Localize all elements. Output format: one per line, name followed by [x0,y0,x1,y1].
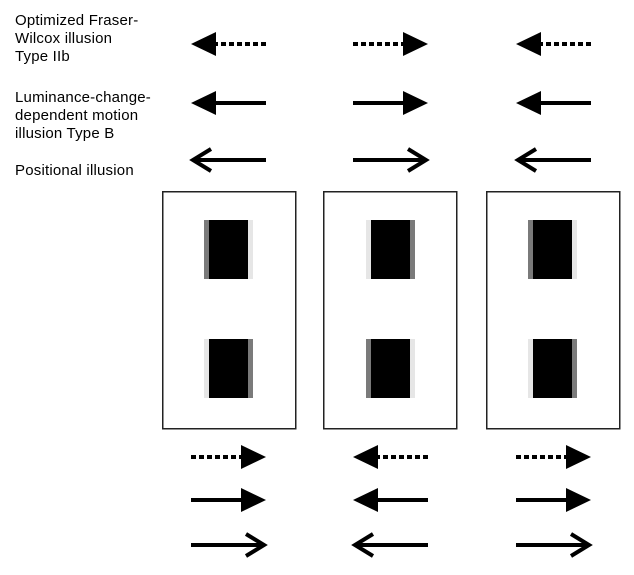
label-line: Type IIb [15,48,70,65]
square-left-edge [366,339,371,398]
square-right-edge [572,220,577,279]
black-square [533,220,572,279]
black-square [371,220,410,279]
bottom-arrow-solid-open-head-head [351,532,375,558]
top-arrow-solid-open-head-head [406,147,430,173]
black-square [533,339,572,398]
top-arrow-solid-filled-head-head [403,91,428,115]
label-line: Wilcox illusion [15,30,113,47]
bottom-arrow-dashed-filled-head-head [241,445,266,469]
square-left-edge [204,220,209,279]
square-right-edge [248,339,253,398]
black-square [371,339,410,398]
label-positional-illusion: Positional illusion [15,162,134,179]
bottom-arrow-dashed-filled-head-head [353,445,378,469]
bottom-arrow-solid-open-head-head [569,532,593,558]
label-line: dependent motion [15,107,139,124]
top-arrow-solid-open-head-head [514,147,538,173]
square-left-edge [528,339,533,398]
label-line: Optimized Fraser- [15,12,139,29]
bottom-arrow-dashed-filled-head-head [566,445,591,469]
square-right-edge [248,220,253,279]
black-square [209,339,248,398]
top-arrow-solid-filled-head-head [516,91,541,115]
bottom-arrow-solid-filled-head-head [353,488,378,512]
top-arrow-solid-filled-head-head [191,91,216,115]
black-square [209,220,248,279]
square-left-edge [204,339,209,398]
square-right-edge [410,339,415,398]
square-right-edge [410,220,415,279]
bottom-arrow-solid-filled-head-head [241,488,266,512]
bottom-arrow-solid-filled-head-head [566,488,591,512]
top-arrow-dashed-filled-head-head [191,32,216,56]
label-line: Luminance-change- [15,89,151,106]
square-left-edge [366,220,371,279]
bottom-arrow-solid-open-head-head [244,532,268,558]
top-arrow-dashed-filled-head-head [516,32,541,56]
top-arrow-dashed-filled-head-head [403,32,428,56]
top-arrow-solid-open-head-head [189,147,213,173]
square-left-edge [528,220,533,279]
square-right-edge [572,339,577,398]
label-line: illusion Type B [15,125,115,142]
